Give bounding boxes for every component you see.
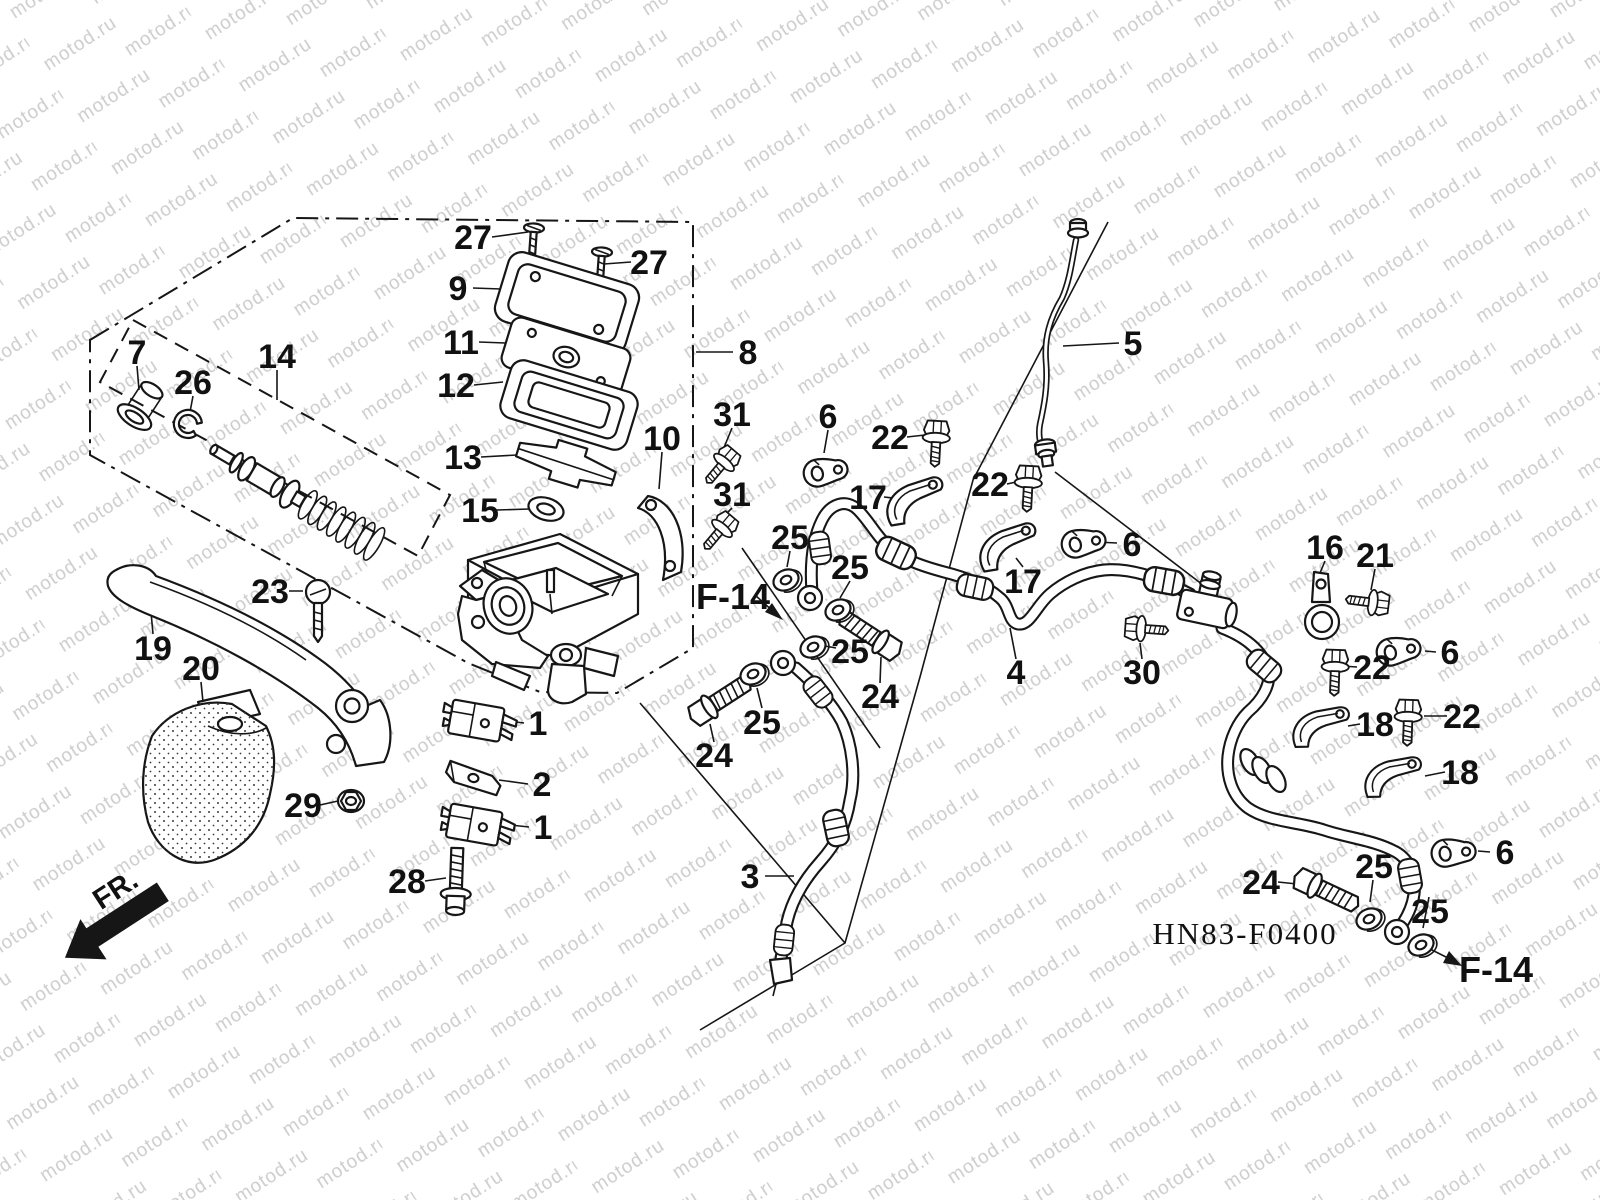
callout-10: 10 — [643, 420, 681, 458]
callout-6: 6 — [819, 398, 838, 436]
part-p-clamp — [1303, 570, 1341, 641]
part-diaphragm — [499, 359, 639, 451]
part-brake-hose-main — [796, 497, 1425, 946]
assembly-boxes — [89, 216, 694, 695]
part-lever-cover — [141, 688, 276, 864]
callout-1: 1 — [534, 809, 553, 847]
callout-17: 17 — [849, 479, 887, 517]
part-float-plate — [514, 438, 617, 489]
callout-24: 24 — [861, 678, 899, 716]
callout-25: 25 — [1355, 848, 1393, 886]
callout-19: 19 — [134, 630, 172, 668]
callout-27: 27 — [454, 219, 492, 257]
callout-14: 14 — [258, 338, 296, 376]
callout-6: 6 — [1496, 834, 1515, 872]
callout-11: 11 — [443, 324, 479, 362]
callout-4: 4 — [1007, 654, 1026, 692]
callout-18: 18 — [1356, 706, 1394, 744]
part-switch-bolt — [439, 846, 472, 917]
part-hose-t-joint — [1176, 570, 1238, 630]
figure-code: HN83-F0400 — [1152, 916, 1337, 951]
figure-ref-F-14: F-14 — [696, 576, 770, 617]
callout-25: 25 — [1411, 893, 1449, 931]
callout-25: 25 — [771, 519, 809, 557]
part-hose-clamps — [879, 474, 1427, 800]
part-brake-lever — [106, 564, 392, 768]
part-pivot-nut — [336, 788, 366, 814]
callout-22: 22 — [1443, 698, 1481, 736]
callout-2: 2 — [533, 766, 552, 804]
callout-25: 25 — [743, 704, 781, 742]
callout-5: 5 — [1124, 325, 1143, 363]
callout-22: 22 — [1353, 649, 1391, 687]
callout-16: 16 — [1306, 529, 1344, 567]
callout-13: 13 — [444, 439, 482, 477]
callout-31: 31 — [713, 476, 751, 514]
callout-25: 25 — [831, 633, 869, 671]
callout-21: 21 — [1356, 537, 1394, 575]
callout-18: 18 — [1441, 754, 1479, 792]
callout-27: 27 — [630, 244, 668, 282]
callout-24: 24 — [695, 737, 733, 775]
callout-9: 9 — [449, 270, 468, 308]
callout-8: 8 — [739, 334, 758, 372]
callout-30: 30 — [1123, 654, 1161, 692]
part-diaphragm-plate — [500, 316, 632, 400]
f14-arrow-right — [1443, 951, 1462, 966]
figure-ref-F-14: F-14 — [1459, 949, 1533, 990]
callout-3: 3 — [741, 858, 760, 896]
callout-24: 24 — [1242, 864, 1280, 902]
callout-23: 23 — [251, 573, 289, 611]
f14-arrow-left — [765, 603, 783, 620]
callout-12: 12 — [437, 367, 475, 405]
part-piston-kit — [116, 380, 386, 561]
callout-20: 20 — [182, 650, 220, 688]
callout-15: 15 — [461, 492, 499, 530]
callout-layer: 2727911128726141315103131231920292812136… — [128, 219, 1533, 990]
callout-29: 29 — [284, 787, 322, 825]
part-stop-switches — [436, 696, 520, 850]
callout-7: 7 — [128, 334, 147, 372]
callout-22: 22 — [971, 466, 1009, 504]
part-holder-clamp — [636, 494, 684, 582]
callout-1: 1 — [529, 705, 548, 743]
part-pivot-screw — [304, 578, 332, 644]
partition-lines — [639, 221, 1462, 1031]
callout-25: 25 — [831, 549, 869, 587]
callout-17: 17 — [1004, 563, 1042, 601]
callout-6: 6 — [1441, 634, 1460, 672]
callout-6: 6 — [1123, 526, 1142, 564]
part-brake-pipe — [1033, 217, 1090, 468]
part-brake-hose-lower — [768, 649, 860, 997]
part-master-cylinder-body — [456, 532, 640, 705]
callout-22: 22 — [871, 419, 909, 457]
callout-31: 31 — [713, 396, 751, 434]
callout-28: 28 — [388, 863, 426, 901]
callout-26: 26 — [174, 364, 212, 402]
